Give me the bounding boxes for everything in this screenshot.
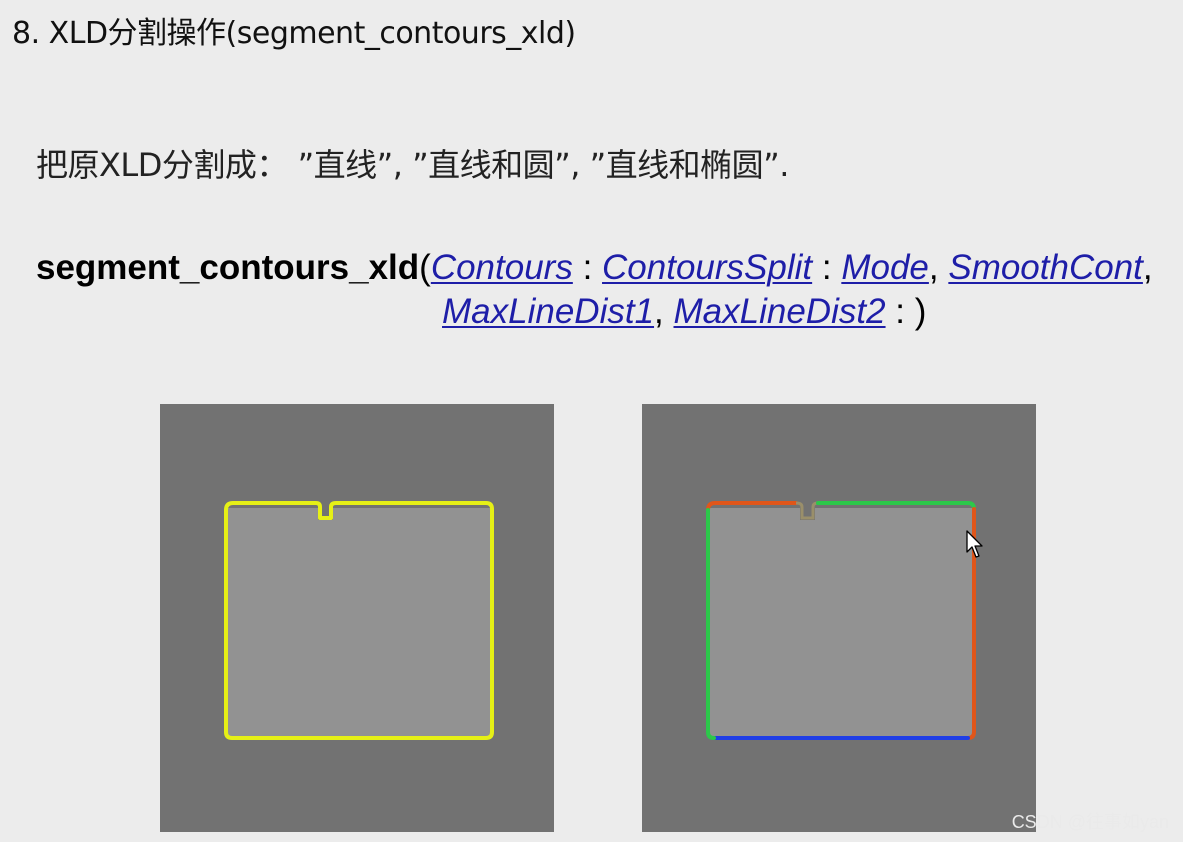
param-link-contours-split[interactable]: ContoursSplit — [602, 248, 813, 287]
mouse-cursor-icon — [966, 530, 983, 558]
open-paren: ( — [419, 248, 431, 287]
separator: : — [812, 248, 842, 287]
param-link-smooth-cont[interactable]: SmoothCont — [948, 248, 1143, 287]
region-fill — [226, 508, 490, 736]
function-signature: segment_contours_xld(Contours : Contours… — [36, 246, 1153, 331]
description-text: 把原XLD分割成： ”直线”, ”直线和圆”, ”直线和椭圆”. — [36, 146, 789, 184]
section-title: XLD分割操作(segment_contours_xld) — [48, 16, 576, 51]
original-contour-svg — [224, 501, 494, 740]
param-link-max-line-dist1[interactable]: MaxLineDist1 — [442, 292, 655, 331]
yellow-contour — [224, 501, 494, 740]
function-name: segment_contours_xld — [36, 248, 420, 287]
signature-line-2: MaxLineDist1, MaxLineDist2 : ) — [442, 290, 926, 334]
section-number: 8. — [12, 16, 40, 51]
green-segment-notch — [795, 501, 819, 520]
watermark: CSDN @往事如yan — [1011, 812, 1169, 832]
separator: : — [572, 248, 603, 287]
separator: , — [1142, 248, 1153, 287]
section-heading: 8. XLD分割操作(segment_contours_xld) — [12, 14, 576, 54]
segmented-contour-svg — [706, 501, 976, 740]
close-paren: : ) — [885, 292, 927, 331]
param-link-contours[interactable]: Contours — [430, 248, 573, 287]
param-link-mode[interactable]: Mode — [841, 248, 929, 287]
separator: , — [654, 292, 674, 331]
segmented-contour-image — [642, 404, 1036, 832]
separator: , — [928, 248, 949, 287]
param-link-max-line-dist2[interactable]: MaxLineDist2 — [673, 292, 886, 331]
green-segment-left — [706, 508, 716, 740]
original-contour-image — [160, 404, 554, 832]
region-fill — [708, 508, 972, 736]
